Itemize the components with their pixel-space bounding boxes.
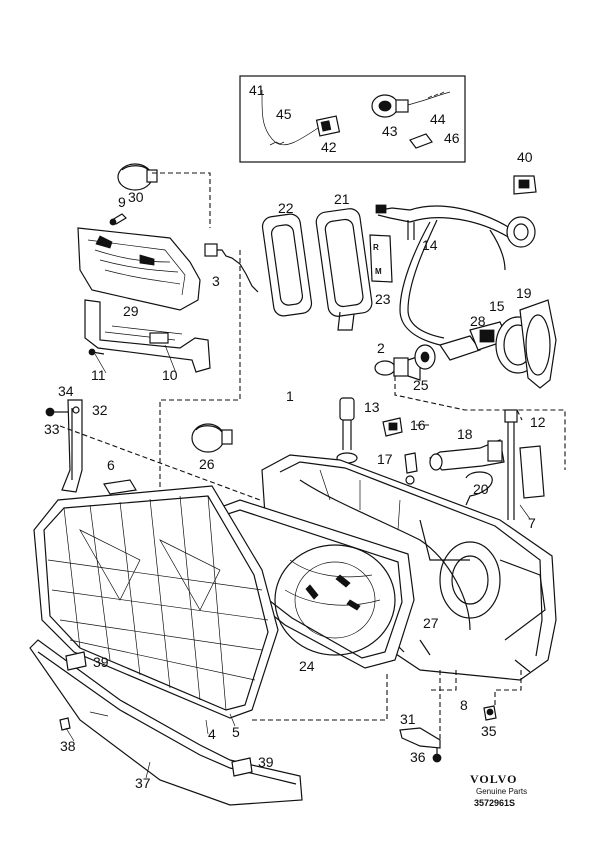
label-23: 23 (375, 291, 391, 307)
label-36: 36 (410, 749, 426, 765)
label-41: 41 (249, 82, 265, 98)
bulb-icon (117, 163, 158, 191)
bumper-trim (29, 639, 303, 806)
label-14: 14 (422, 237, 438, 253)
label-46: 46 (444, 130, 460, 146)
label-4: 4 (208, 726, 216, 742)
label-10: 10 (162, 367, 178, 383)
label-22: 22 (278, 200, 294, 216)
main-bulb-assembly (374, 299, 557, 389)
wiring-inset (239, 75, 466, 163)
socket-43-icon (371, 94, 409, 118)
svg-text:M: M (375, 267, 382, 276)
label-5: 5 (232, 724, 240, 740)
label-35: 35 (481, 723, 497, 739)
label-26: 26 (199, 456, 215, 472)
label-7: 7 (528, 515, 536, 531)
label-42: 42 (321, 139, 337, 155)
label-11: 11 (91, 367, 106, 383)
bulb-icon (191, 423, 233, 453)
label-24: 24 (299, 658, 315, 674)
label-29: 29 (123, 303, 139, 319)
wire-harness (375, 175, 537, 346)
bracket-icon (84, 299, 211, 373)
label-17: 17 (377, 451, 393, 467)
headlamp-lens-icon (33, 485, 279, 719)
brand-subtitle: Genuine Parts (476, 787, 527, 796)
brand-logo: VOLVO (470, 772, 517, 786)
label-15: 15 (489, 298, 505, 314)
part-labels: 41 45 42 43 44 46 40 9 30 22 21 14 3 29 … (44, 82, 546, 791)
label-20: 20 (473, 481, 489, 497)
label-39b: 39 (258, 754, 274, 770)
label-13: 13 (364, 399, 380, 415)
label-34: 34 (58, 383, 74, 399)
bracket-icon (45, 399, 261, 501)
label-43: 43 (382, 123, 398, 139)
label-3: 3 (212, 273, 220, 289)
label-30: 30 (128, 189, 144, 205)
label-21: 21 (334, 191, 350, 207)
lower-fasteners (399, 705, 497, 763)
label-27: 27 (423, 615, 439, 631)
label-40: 40 (517, 149, 533, 165)
part-number: 3572961S (474, 798, 515, 808)
leader-lines (65, 344, 531, 779)
label-8: 8 (460, 697, 468, 713)
label-33: 33 (44, 421, 60, 437)
bulb-icon (374, 355, 421, 381)
connector-42-icon (315, 115, 341, 137)
reflector-rings: R M (261, 208, 393, 331)
park-lamp-assembly (77, 163, 259, 373)
label-28: 28 (470, 313, 486, 329)
label-38: 38 (60, 738, 76, 754)
label-18: 18 (457, 426, 473, 442)
label-16: 16 (410, 417, 426, 433)
label-44: 44 (430, 111, 446, 127)
label-45: 45 (276, 106, 292, 122)
label-37: 37 (135, 775, 151, 791)
label-12: 12 (530, 414, 546, 430)
adjusters (336, 397, 545, 520)
label-9: 9 (118, 194, 126, 210)
svg-text:R: R (373, 243, 379, 252)
label-2: 2 (377, 340, 385, 356)
label-1: 1 (286, 388, 294, 404)
label-39a: 39 (93, 654, 109, 670)
label-6: 6 (107, 457, 115, 473)
label-32: 32 (92, 402, 108, 418)
label-25: 25 (413, 377, 429, 393)
label-19: 19 (516, 285, 532, 301)
label-31: 31 (400, 711, 416, 727)
brand-block: VOLVO Genuine Parts 3572961S (470, 772, 527, 808)
